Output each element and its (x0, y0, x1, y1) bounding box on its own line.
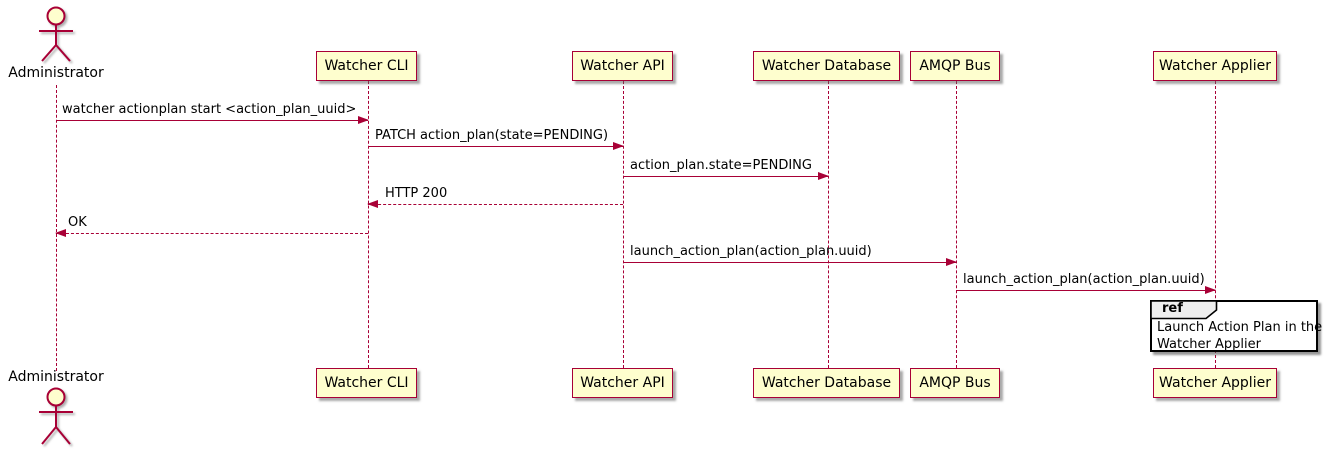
message-2-label: PATCH action_plan(state=PENDING) (375, 128, 609, 143)
message-4-label: HTTP 200 (385, 186, 448, 201)
arrowhead-left-icon (55, 229, 66, 237)
lifeline-watcher-applier (1215, 81, 1216, 368)
participant-label: Watcher CLI (324, 375, 409, 391)
ref-text-line1: Launch Action Plan in the (1157, 320, 1323, 335)
ref-fragment: ref Launch Action Plan in the Watcher Ap… (1150, 300, 1322, 352)
participant-top-watcher-cli: Watcher CLI (316, 51, 417, 81)
actor-icon (39, 6, 73, 62)
message-4-line (367, 200, 623, 208)
participant-bottom-watcher-api: Watcher API (572, 368, 673, 398)
ref-tab-shape (1150, 300, 1218, 320)
participant-top-watcher-database: Watcher Database (753, 51, 900, 81)
message-5-label: OK (68, 215, 87, 230)
message-3-line (623, 172, 829, 180)
participant-top-watcher-api: Watcher API (572, 51, 673, 81)
message-6: launch_action_plan(action_plan.uuid) (623, 244, 957, 268)
actor-icon (39, 387, 73, 445)
message-5-line (55, 229, 368, 237)
participant-bottom-watcher-applier: Watcher Applier (1153, 368, 1277, 398)
arrowhead-right-icon (946, 258, 957, 266)
ref-keyword: ref (1162, 301, 1183, 316)
participant-label: Watcher API (580, 58, 665, 74)
message-6-line (623, 258, 957, 266)
arrowhead-right-icon (358, 116, 369, 124)
message-7: launch_action_plan(action_plan.uuid) (956, 272, 1216, 296)
participant-label: Watcher CLI (324, 58, 409, 74)
lifeline-administrator (56, 85, 57, 371)
actor-label-top: Administrator (8, 65, 104, 81)
participant-label: Watcher Applier (1159, 375, 1271, 391)
lifeline-amqp-bus (956, 81, 957, 368)
arrowhead-right-icon (818, 172, 829, 180)
arrowhead-right-icon (1205, 286, 1216, 294)
ref-tab: ref (1150, 300, 1218, 320)
participant-label: Watcher Database (761, 375, 892, 391)
message-2-line (368, 142, 624, 150)
arrowhead-left-icon (367, 200, 378, 208)
participant-bottom-watcher-database: Watcher Database (753, 368, 900, 398)
message-3: action_plan.state=PENDING (623, 158, 829, 182)
lifeline-watcher-cli (368, 81, 369, 368)
participant-label: Watcher Applier (1159, 58, 1271, 74)
message-1-line (56, 116, 369, 124)
message-2: PATCH action_plan(state=PENDING) (368, 128, 624, 152)
participant-top-amqp-bus: AMQP Bus (910, 51, 1000, 81)
message-7-line (956, 286, 1216, 294)
message-6-label: launch_action_plan(action_plan.uuid) (630, 244, 872, 259)
participant-label: AMQP Bus (919, 58, 991, 74)
message-5: OK (55, 215, 368, 239)
participant-bottom-watcher-cli: Watcher CLI (316, 368, 417, 398)
message-3-label: action_plan.state=PENDING (630, 158, 812, 173)
lifeline-watcher-database (828, 81, 829, 368)
participant-label: Watcher Database (761, 58, 892, 74)
message-1: watcher actionplan start <action_plan_uu… (56, 102, 369, 126)
actor-label-bottom: Administrator (8, 369, 104, 385)
participant-bottom-amqp-bus: AMQP Bus (910, 368, 1000, 398)
participant-label: AMQP Bus (919, 375, 991, 391)
message-4: HTTP 200 (367, 186, 623, 210)
ref-text-line2: Watcher Applier (1157, 337, 1261, 352)
lifeline-watcher-api (623, 81, 624, 368)
participant-label: Watcher API (580, 375, 665, 391)
message-1-label: watcher actionplan start <action_plan_uu… (62, 102, 357, 117)
ref-text: Launch Action Plan in the Watcher Applie… (1157, 319, 1322, 353)
message-7-label: launch_action_plan(action_plan.uuid) (963, 272, 1205, 287)
arrowhead-right-icon (613, 142, 624, 150)
participant-top-watcher-applier: Watcher Applier (1153, 51, 1277, 81)
